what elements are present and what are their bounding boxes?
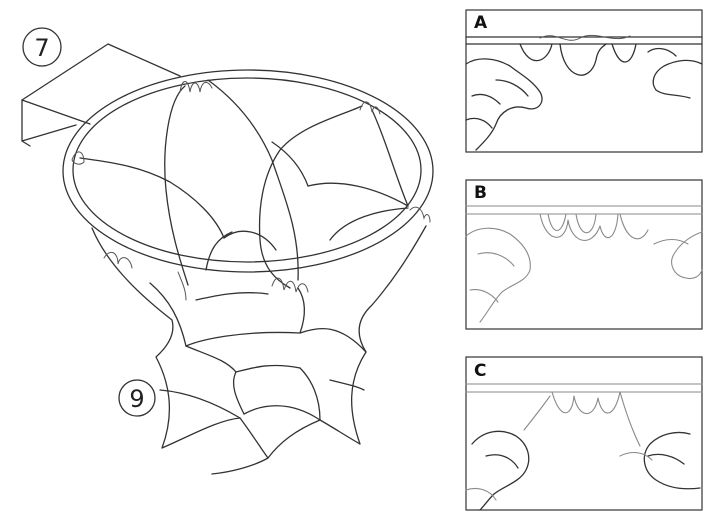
rim-outer	[62, 69, 434, 273]
step-9-badge: 9	[118, 379, 156, 417]
panel-b-label: B	[474, 183, 487, 203]
step-9-circle	[118, 379, 156, 417]
detail-panel-a: A	[465, 9, 703, 153]
rim-ring	[62, 69, 434, 273]
rim-bracket	[21, 43, 181, 147]
detail-panel-c: C	[465, 356, 703, 511]
step-7-circle	[22, 27, 62, 67]
rim-inner	[72, 77, 422, 263]
detail-panel-b: B	[465, 179, 703, 330]
panel-c-label: C	[474, 361, 486, 381]
step-7-badge: 7	[22, 27, 62, 67]
panel-b-frame	[465, 179, 703, 330]
step-7-number: 7	[34, 34, 49, 62]
panel-c-frame	[465, 356, 703, 511]
hoop-illustration: 7	[21, 27, 434, 475]
net	[79, 79, 427, 475]
panel-a-label: A	[474, 13, 488, 33]
step-9-number: 9	[129, 385, 144, 413]
net-hooks	[71, 81, 431, 301]
